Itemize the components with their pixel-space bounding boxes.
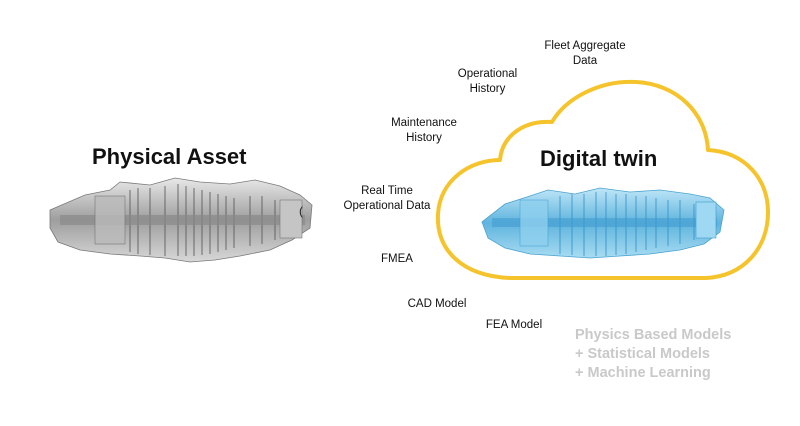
data-source-operational-history: Operational History: [457, 68, 518, 95]
data-source-maintenance-history: Maintenance History: [391, 117, 457, 144]
digital-twin-title: Digital twin: [540, 146, 658, 171]
physical-turbine-engine-icon: [49, 177, 313, 263]
physical-asset-title: Physical Asset: [92, 144, 247, 169]
stray-glyph: (: [299, 204, 303, 218]
models-caption: Physics Based Models + Statistical Model…: [575, 327, 732, 381]
data-source-cad-model: CAD Model: [407, 298, 467, 310]
data-source-fea-model: FEA Model: [485, 319, 543, 331]
digital-twin-turbine-engine-icon: [481, 187, 725, 259]
data-source-fmea: FMEA: [381, 253, 413, 265]
cloud-outline-icon: [435, 79, 770, 280]
data-source-fleet-aggregate: Fleet Aggregate Data: [544, 40, 626, 67]
data-source-realtime-operational: Real Time Operational Data: [343, 185, 431, 212]
